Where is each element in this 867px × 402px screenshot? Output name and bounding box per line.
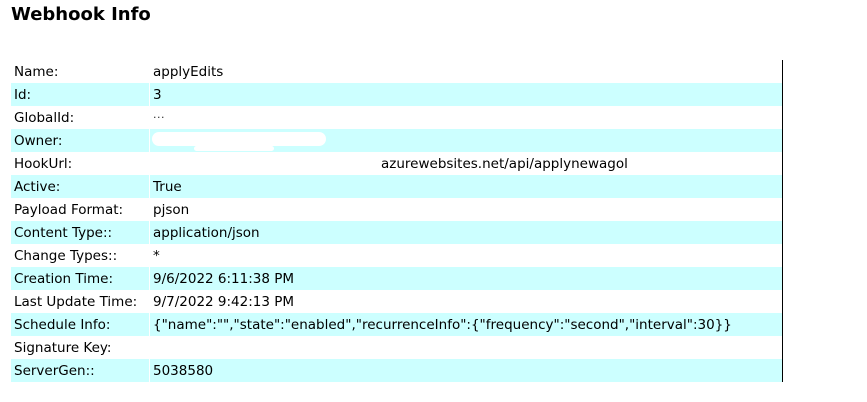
row-label: Id: (11, 83, 150, 106)
row-label: Change Types:: (11, 244, 150, 267)
row-value: application/json (153, 224, 260, 241)
table-row-last-update-time: Last Update Time: 9/7/2022 9:42:13 PM (11, 290, 782, 313)
row-value (150, 129, 782, 152)
table-row-id: Id: 3 (11, 83, 782, 106)
row-value: 3 (153, 86, 162, 103)
page-title: Webhook Info (11, 4, 151, 25)
row-value: ... (150, 106, 782, 129)
hookurl-value: azurewebsites.net/api/applynewagol (381, 155, 628, 172)
table-row-payload-format: Payload Format: pjson (11, 198, 782, 221)
row-label: Creation Time: (11, 267, 150, 290)
row-value: 5038580 (153, 362, 214, 379)
redaction-mark (230, 166, 238, 175)
row-value: True (153, 178, 182, 195)
row-label: ServerGen:: (11, 359, 150, 382)
table-row-creation-time: Creation Time: 9/6/2022 6:11:38 PM (11, 267, 782, 290)
webhook-info-table: Name: applyEdits Id: 3 GlobalId: ... Own… (11, 60, 783, 382)
row-value: pjson (153, 201, 190, 218)
row-label: Active: (11, 175, 150, 198)
redaction-mark (194, 146, 274, 151)
row-label: Name: (11, 60, 150, 83)
row-label: Last Update Time: (11, 290, 150, 313)
table-row-hookurl: HookUrl: azurewebsites.net/api/applynewa… (11, 152, 782, 175)
row-value: azurewebsites.net/api/applynewagol (150, 152, 782, 175)
table-row-active: Active: True (11, 175, 782, 198)
redaction-mark (152, 132, 326, 146)
row-label: Schedule Info: (11, 313, 150, 336)
row-label: Content Type:: (11, 221, 150, 244)
table-row-owner: Owner: (11, 129, 782, 152)
row-value: {"name":"","state":"enabled","recurrence… (153, 316, 732, 333)
table-row-servergen: ServerGen:: 5038580 (11, 359, 782, 382)
table-row-signature-key: Signature Key: (11, 336, 782, 359)
row-label: Owner: (11, 129, 150, 152)
row-value: * (153, 247, 160, 264)
redacted-globalid-text: ... (153, 107, 165, 121)
table-row-name: Name: applyEdits (11, 60, 782, 83)
row-value: 9/6/2022 6:11:38 PM (153, 270, 295, 287)
table-row-globalid: GlobalId: ... (11, 106, 782, 129)
row-label: HookUrl: (11, 152, 150, 175)
row-value: applyEdits (153, 63, 224, 80)
row-label: Signature Key: (11, 336, 150, 359)
row-label: GlobalId: (11, 106, 150, 129)
row-value: 9/7/2022 9:42:13 PM (153, 293, 295, 310)
table-row-schedule-info: Schedule Info: {"name":"","state":"enabl… (11, 313, 782, 336)
row-label: Payload Format: (11, 198, 150, 221)
table-row-change-types: Change Types:: * (11, 244, 782, 267)
row-value (150, 336, 782, 359)
table-row-content-type: Content Type:: application/json (11, 221, 782, 244)
